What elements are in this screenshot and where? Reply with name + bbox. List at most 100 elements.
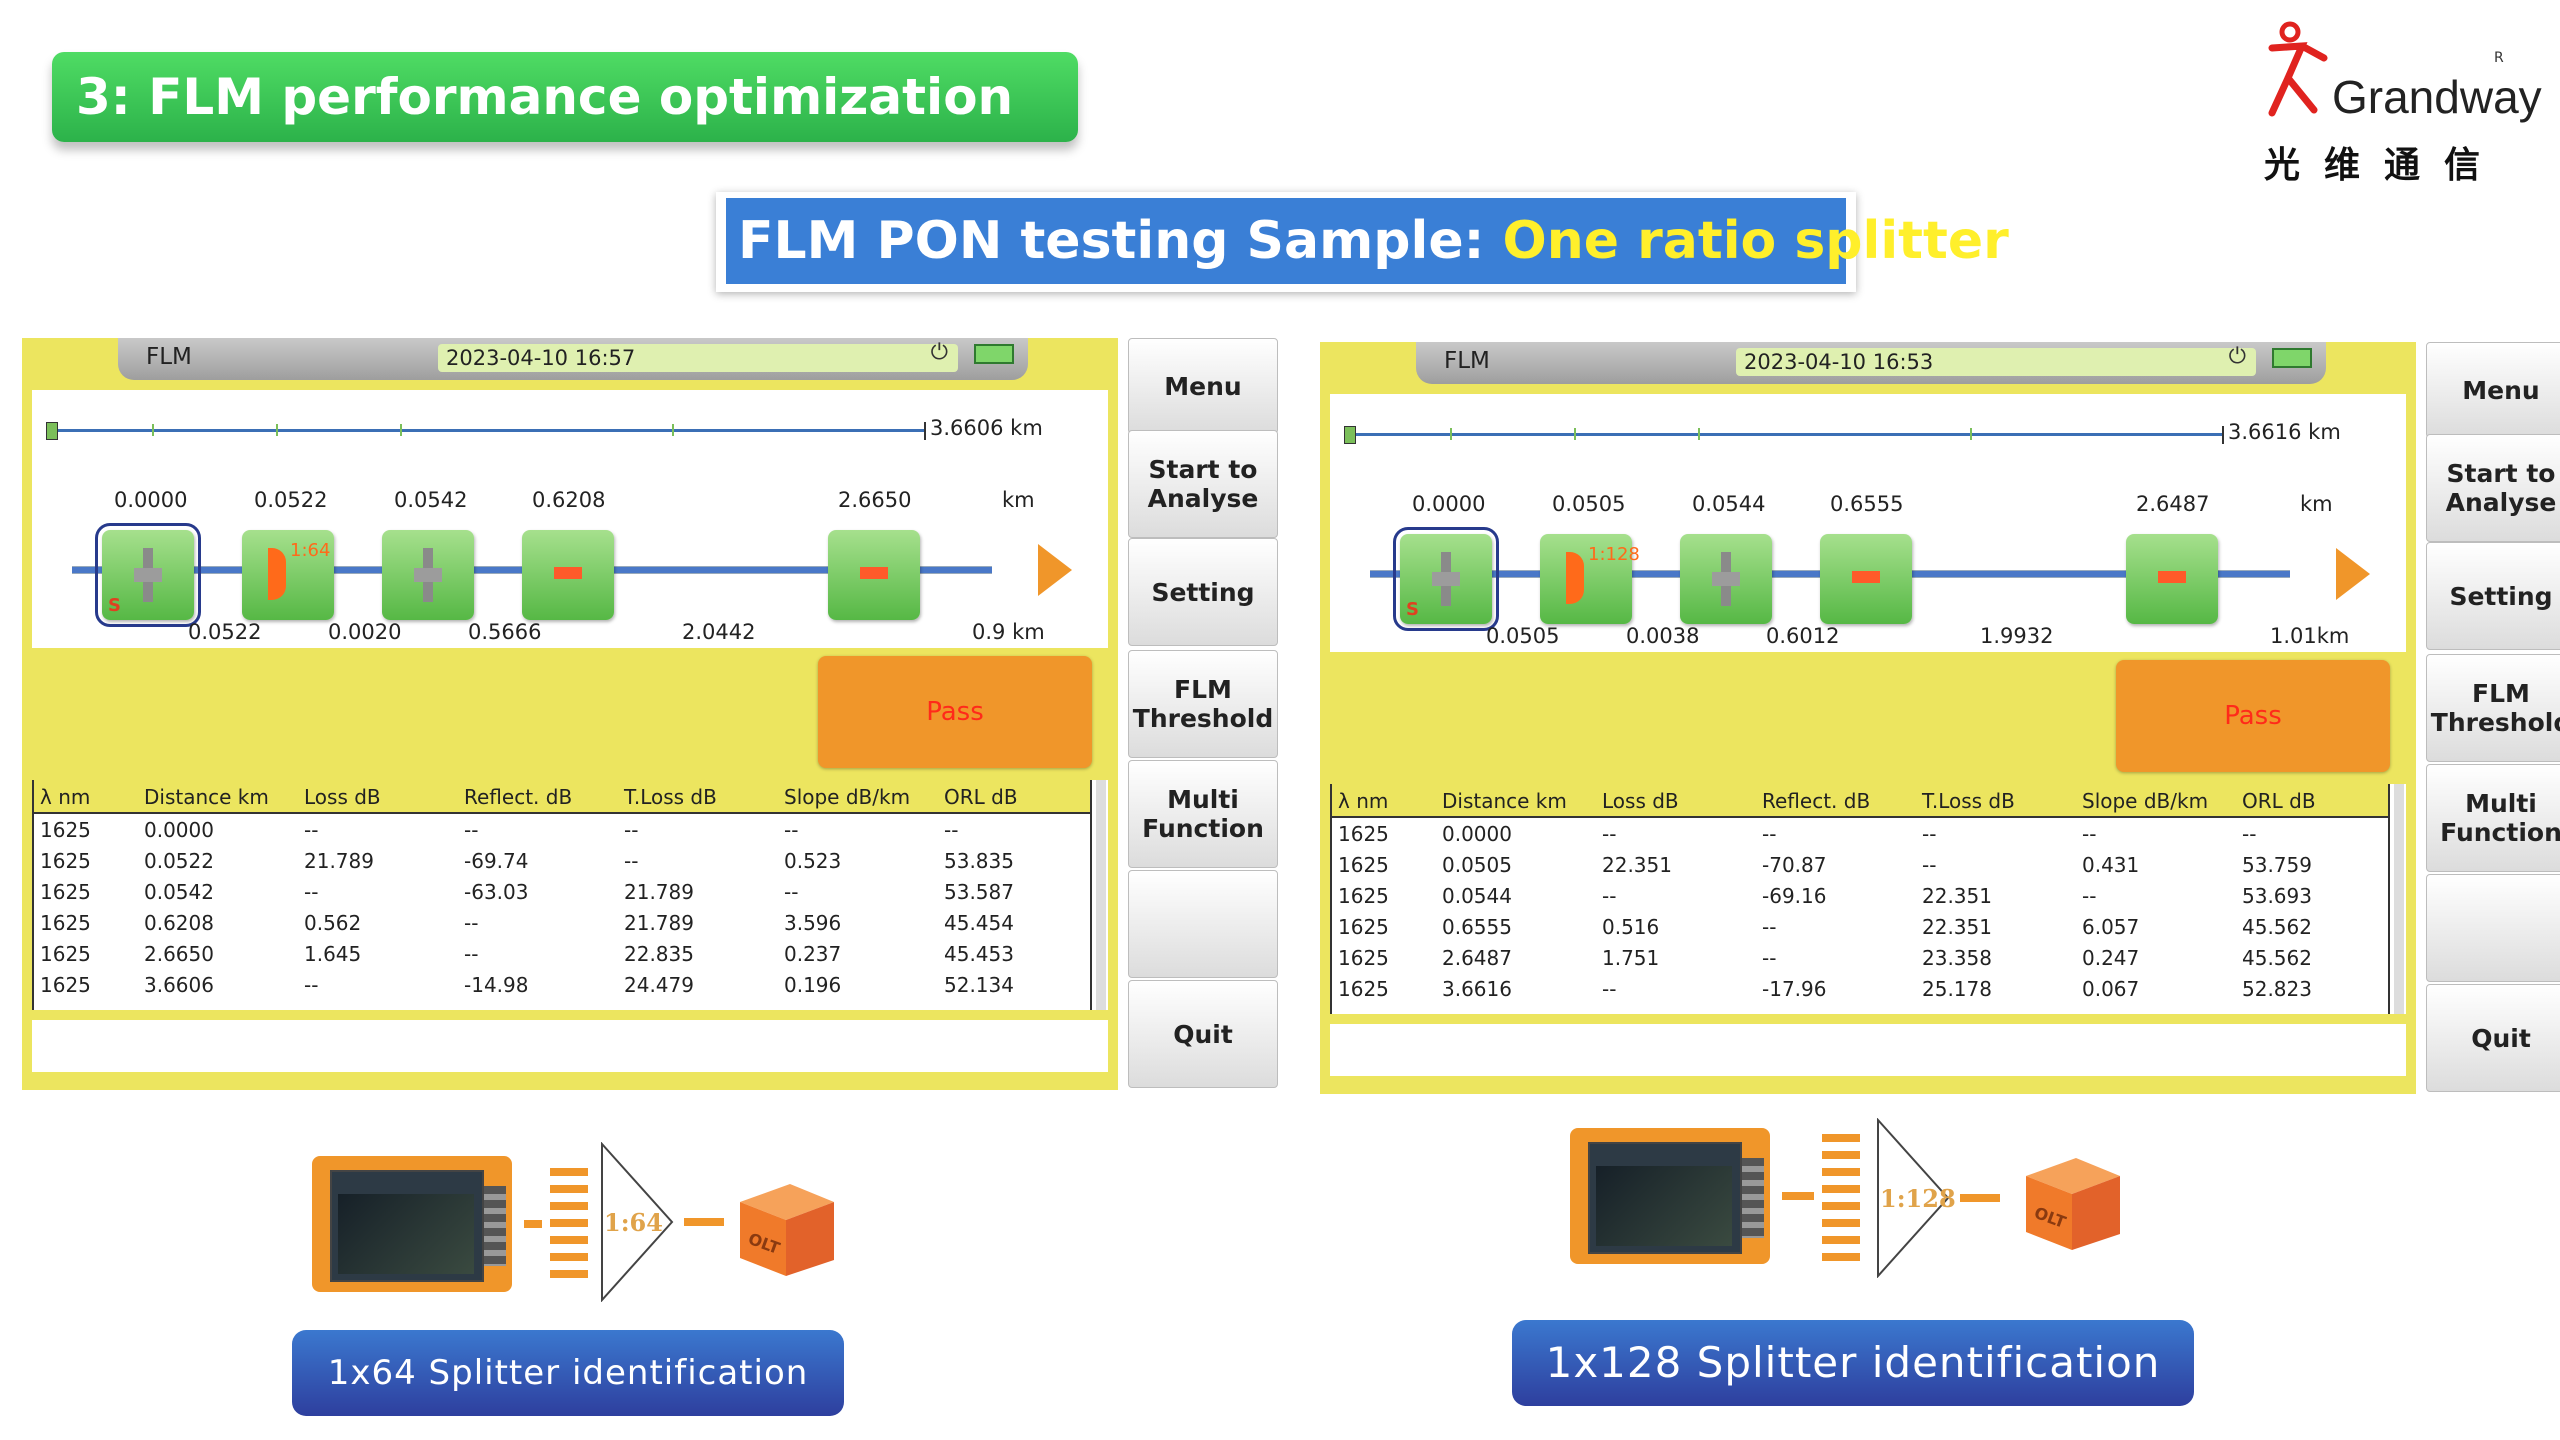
table-cell: --: [1762, 946, 1777, 970]
table-cell: 1625: [40, 973, 91, 997]
multi-function-button[interactable]: Multi Function: [2426, 764, 2560, 872]
status-strip: [32, 1020, 1108, 1072]
ruler-tick: [152, 424, 154, 436]
segment-length-label: 0.6012: [1766, 624, 1840, 648]
setting-button[interactable]: Setting: [2426, 542, 2560, 650]
start-to-analyse-button[interactable]: Start to Analyse: [1128, 430, 1278, 538]
unit-label: km: [1002, 488, 1035, 512]
event-distance-label: 0.0544: [1692, 492, 1766, 516]
table-cell: 24.479: [624, 973, 694, 997]
table-cell: --: [2082, 884, 2097, 908]
splitter-icon: [268, 548, 286, 600]
flm-threshold-button[interactable]: FLM Threshold: [1128, 650, 1278, 758]
event-start-icon[interactable]: S: [95, 523, 201, 627]
quit-button[interactable]: Quit: [2426, 984, 2560, 1092]
pass-result-badge: Pass: [2116, 660, 2390, 772]
battery-icon: [2272, 348, 2312, 368]
segment-length-label: 0.0038: [1626, 624, 1700, 648]
distance-ruler: [52, 429, 924, 432]
blank-softkey[interactable]: [1128, 870, 1278, 978]
ruler-start-marker: [1344, 426, 1356, 444]
table-cell: 0.516: [1602, 915, 1660, 939]
event-distance-label: 0.6555: [1830, 492, 1904, 516]
table-cell: --: [624, 849, 639, 873]
ruler-tick: [1698, 428, 1700, 440]
flm-threshold-button[interactable]: FLM Threshold: [2426, 654, 2560, 762]
column-header: Reflect. dB: [1762, 789, 1871, 813]
splitter-caption: 1x64 Splitter identification: [292, 1330, 844, 1416]
blank-softkey[interactable]: [2426, 874, 2560, 982]
table-cell: --: [624, 818, 639, 842]
button-label: Multi Function: [2440, 789, 2560, 847]
logo-figure-icon: [2268, 21, 2328, 117]
column-header: Distance km: [144, 785, 269, 809]
table-cell: 2.6650: [144, 942, 214, 966]
splitter-ratio-label: 1:128: [1588, 544, 1640, 565]
event-distance-label: 0.0505: [1552, 492, 1626, 516]
table-cell: 22.351: [1922, 915, 1992, 939]
quit-button[interactable]: Quit: [1128, 980, 1278, 1088]
event-splitter-icon[interactable]: 1:128: [1540, 534, 1640, 624]
diagram-ratio-label: 1:128: [1880, 1184, 1956, 1213]
table-cell: --: [1922, 853, 1937, 877]
event-connector-icon[interactable]: [1680, 534, 1772, 624]
event-start-icon[interactable]: S: [1393, 527, 1499, 631]
power-plug-icon: ⏻: [2228, 344, 2246, 369]
start-to-analyse-button[interactable]: Start to Analyse: [2426, 434, 2560, 542]
button-label: FLM Threshold: [2430, 679, 2560, 737]
start-marker: S: [108, 595, 121, 616]
subtitle-bar: FLM PON testing Sample: One ratio splitt…: [726, 198, 2009, 284]
diagram-ratio-label: 1:64: [604, 1208, 663, 1237]
table-cell: 3.6616: [1442, 977, 1512, 1001]
distance-ruler: [1350, 433, 2222, 436]
event-splitter-icon[interactable]: 1:64: [242, 530, 334, 620]
olt-cube-icon: [2026, 1158, 2120, 1250]
ruler-tick: [672, 424, 674, 436]
event-splice-icon[interactable]: [522, 530, 614, 620]
setting-button[interactable]: Setting: [1128, 538, 1278, 646]
event-splice-icon[interactable]: [1820, 534, 1912, 624]
menu-button[interactable]: Menu: [1128, 338, 1278, 434]
column-header: T.Loss dB: [624, 785, 717, 809]
table-cell: 6.057: [2082, 915, 2140, 939]
menu-button[interactable]: Menu: [2426, 342, 2560, 438]
multi-function-button[interactable]: Multi Function: [1128, 760, 1278, 868]
column-header: T.Loss dB: [1922, 789, 2015, 813]
logo-chinese-text: 光维通信: [2264, 145, 2505, 186]
button-label: Setting: [2449, 581, 2553, 611]
table-cell: 0.562: [304, 911, 362, 935]
table-cell: 1625: [1338, 915, 1389, 939]
table-cell: 0.247: [2082, 946, 2140, 970]
event-splice-icon[interactable]: [828, 530, 920, 620]
caption-text: 1x128 Splitter identification: [1545, 1338, 2161, 1387]
table-cell: 0.431: [2082, 853, 2140, 877]
event-connector-icon[interactable]: [382, 530, 474, 620]
subtitle-prefix: FLM PON testing Sample:: [738, 211, 1503, 271]
segment-length-label: 0.0020: [328, 620, 402, 644]
subtitle-box: FLM PON testing Sample: One ratio splitt…: [716, 192, 2009, 292]
fiber-link: [524, 1220, 542, 1228]
event-splice-icon[interactable]: [2126, 534, 2218, 624]
table-cell: 1.751: [1602, 946, 1660, 970]
segment-length-label: 0.0522: [188, 620, 262, 644]
event-distance-label: 0.0542: [394, 488, 468, 512]
table-cell: 22.835: [624, 942, 694, 966]
table-scrollbar[interactable]: [2394, 784, 2404, 1014]
ruler-start-marker: [46, 422, 58, 440]
table-scrollbar[interactable]: [1096, 780, 1106, 1010]
